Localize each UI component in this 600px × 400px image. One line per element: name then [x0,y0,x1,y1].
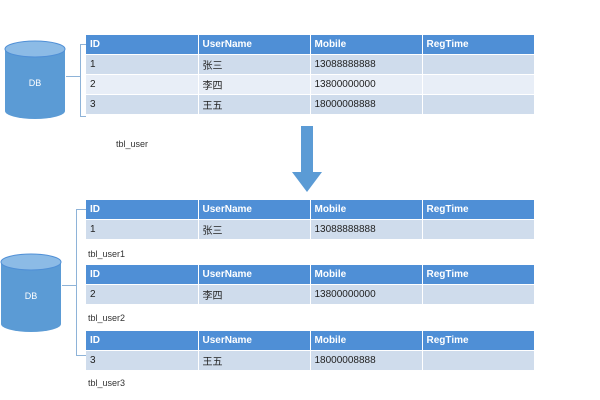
bracket-line [76,209,77,355]
database-icon-top: DB [4,40,66,120]
column-header-id: ID [86,265,199,285]
table-name-label: tbl_user [116,139,149,149]
cell-mobile: 13088888888 [310,219,423,240]
column-header-id: ID [86,331,199,351]
table-header-row: ID UserName Mobile RegTime [86,200,535,220]
table-header-row: ID UserName Mobile RegTime [86,265,535,285]
table-row: 2 李四 13800000000 [86,74,535,95]
table-name-label: tbl_user2 [88,313,126,323]
db-label: DB [24,291,38,301]
cell-username: 王五 [198,350,311,371]
cell-mobile: 13088888888 [310,54,423,75]
table-header-row: ID UserName Mobile RegTime [86,331,535,351]
connector-line [66,76,80,77]
cell-id: 3 [86,350,199,371]
bracket-line [80,44,81,116]
cell-id: 3 [86,94,199,115]
table-tbl-user: ID UserName Mobile RegTime 1 张三 13088888… [86,35,535,115]
cell-mobile: 18000008888 [310,94,423,115]
cell-id: 2 [86,284,199,305]
column-header-mobile: Mobile [310,265,423,285]
bracket-tick [80,44,86,45]
bracket-tick [80,116,86,117]
cell-username: 李四 [198,74,311,95]
connector-line [62,285,76,286]
column-header-mobile: Mobile [310,35,423,55]
column-header-username: UserName [198,35,311,55]
column-header-mobile: Mobile [310,200,423,220]
table-tbl-user1: ID UserName Mobile RegTime 1 张三 13088888… [86,200,535,240]
column-header-username: UserName [198,331,311,351]
table-tbl-user2: ID UserName Mobile RegTime 2 李四 13800000… [86,265,535,305]
column-header-username: UserName [198,200,311,220]
table-header-row: ID UserName Mobile RegTime [86,35,535,55]
bracket-tick [76,355,86,356]
cell-id: 2 [86,74,199,95]
db-label: DB [28,78,42,88]
table-row: 2 李四 13800000000 [86,284,535,305]
table-row: 3 王五 18000008888 [86,350,535,371]
column-header-regtime: RegTime [422,265,535,285]
bracket-tick [76,209,86,210]
cell-regtime [422,219,535,240]
cell-id: 1 [86,54,199,75]
table-name-label: tbl_user1 [88,249,126,259]
cell-username: 李四 [198,284,311,305]
cell-mobile: 13800000000 [310,74,423,95]
down-arrow-icon [292,126,322,199]
column-header-regtime: RegTime [422,331,535,351]
cell-id: 1 [86,219,199,240]
table-row: 1 张三 13088888888 [86,54,535,75]
cell-regtime [422,54,535,75]
cell-username: 张三 [198,219,311,240]
cell-regtime [422,94,535,115]
cell-mobile: 18000008888 [310,350,423,371]
column-header-mobile: Mobile [310,331,423,351]
table-row: 1 张三 13088888888 [86,219,535,240]
cell-regtime [422,284,535,305]
column-header-regtime: RegTime [422,35,535,55]
cell-mobile: 13800000000 [310,284,423,305]
cell-username: 王五 [198,94,311,115]
table-row: 3 王五 18000008888 [86,94,535,115]
database-icon-bottom: DB [0,253,62,333]
column-header-username: UserName [198,265,311,285]
cell-regtime [422,350,535,371]
table-tbl-user3: ID UserName Mobile RegTime 3 王五 18000008… [86,331,535,371]
column-header-id: ID [86,35,199,55]
cell-username: 张三 [198,54,311,75]
cell-regtime [422,74,535,95]
column-header-regtime: RegTime [422,200,535,220]
column-header-id: ID [86,200,199,220]
table-name-label: tbl_user3 [88,378,126,388]
